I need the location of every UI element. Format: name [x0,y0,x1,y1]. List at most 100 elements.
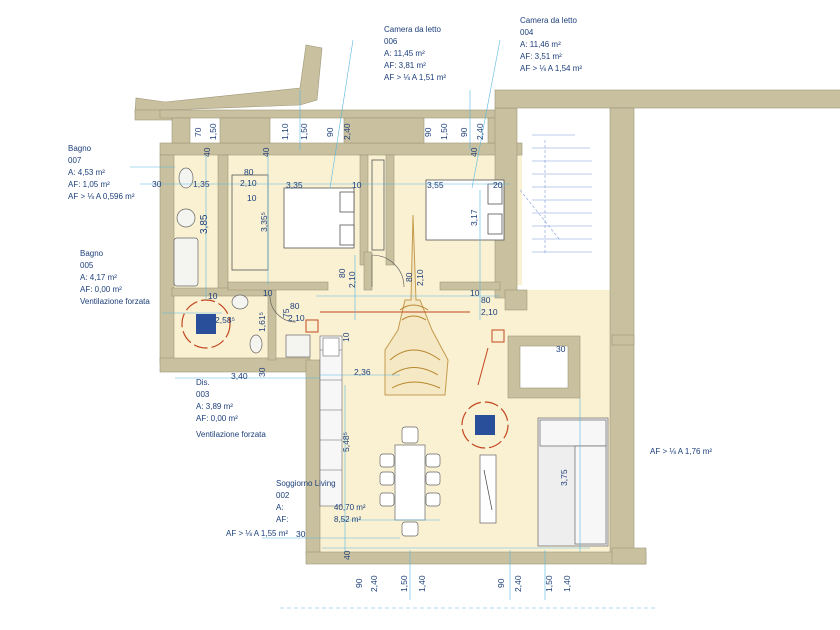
red-markers [305,311,505,386]
room-name: Dis. [196,378,210,387]
dim-label: 40 [261,147,271,157]
dim-label: 3,17 [469,209,479,226]
room-area: A: 11,46 m² [520,40,561,49]
room-af: AF: 1,05 m² [68,180,110,189]
dim-label: 10 [247,193,257,203]
room-label-camera-006: Camera da letto 006 A: 11,45 m² AF: 3,81… [384,24,446,84]
stairs [519,134,592,255]
dim-label: 90 [459,127,469,137]
room-name: Bagno [68,144,92,153]
dim-label: 1,50 [299,123,309,140]
dim-label: 30 [296,529,306,539]
room-code: 004 [520,28,534,37]
room-name: Camera da letto [520,16,577,25]
dim-label: 2,40 [369,575,379,592]
dim-label: 75 [281,308,291,318]
kitchen-counter [319,335,343,507]
dim-label: 1,10 [280,123,290,140]
dim-label: 3,75 [559,469,569,486]
dim-label: 1,50 [208,123,218,140]
dim-label: 2,10 [481,307,498,317]
sofa [479,417,609,547]
room-code: 003 [196,390,210,399]
dim-label: 2,58⁵ [215,315,236,325]
dim-label: 3,35⁵ [259,211,269,232]
dim-label: 80 [404,272,414,282]
dim-label: 3,35 [286,180,303,190]
room-area: A: 40,70 m² [276,502,366,514]
room-af: AF: 3,81 m² [384,61,426,70]
room-area: A: 11,45 m² [384,49,425,58]
dim-label: 3,40 [231,371,248,381]
dim-label: 2,36 [354,367,371,377]
room-label-bagno-007: Bagno 007 A: 4,53 m² AF: 1,05 m² AF > ⅛ … [68,143,134,203]
room-name: Soggiorno Living [276,479,336,488]
room-af: AF: 0,00 m² [196,414,238,423]
terrace-ratio: AF > ⅛ A 1,76 m² [650,447,713,456]
dim-label: 1,40 [417,575,427,592]
room-af: AF: 3,51 m² [520,52,562,61]
room-af: AF: 8,52 m² [276,514,366,526]
room-af: AF: 0,00 m² [80,285,122,294]
room-name: Camera da letto [384,25,441,34]
dim-label: 90 [354,578,364,588]
room-af-value: 8,52 m² [334,515,362,524]
room-code: 005 [80,261,94,270]
room-code: 007 [68,156,82,165]
dim-label: 80 [244,167,254,177]
room-area: A: 4,53 m² [68,168,105,177]
room-area: A: 4,17 m² [80,273,117,282]
dim-label: 1,35 [193,179,210,189]
dim-label: 10 [341,332,351,342]
room-note: Ventilazione forzata [80,297,150,306]
dim-label: 90 [496,578,506,588]
room-ratio: AF > ⅛ A 1,51 m² [384,73,447,82]
room-area-value: 40,70 m² [334,503,366,512]
dim-label: 10 [470,288,480,298]
dim-label: 70 [193,127,203,137]
room-label-camera-004: Camera da letto 004 A: 11,46 m² AF: 3,51… [520,15,582,75]
room-label-dis-003: Dis. 003 A: 3,89 m² AF: 0,00 m² Ventilaz… [196,377,266,441]
dim-label: 10 [352,180,362,190]
room-label-bagno-005: Bagno 005 A: 4,17 m² AF: 0,00 m² Ventila… [80,248,150,308]
dim-label: 90 [423,127,433,137]
dim-label: 5,48⁵ [341,431,351,452]
walls [134,44,840,565]
dim-label: 1,50 [544,575,554,592]
door-arcs [269,254,405,323]
room-area: A: 3,89 m² [196,402,233,411]
dim-label: 2,10 [415,269,425,286]
dim-label: 20 [493,180,503,190]
dim-label: 2,10 [347,271,357,288]
room-af-label: AF: [276,515,289,524]
room-area-label: A: [276,503,284,512]
room-code: 002 [276,491,290,500]
room-ratio-soggiorno: AF > ⅛ A 1,55 m² [226,529,289,538]
room-ratio: AF > ⅛ A 0,596 m² [68,192,135,201]
dim-label: 40 [202,147,212,157]
room-ratio: AF > ⅛ A 1,54 m² [520,64,583,73]
dim-label: 30 [152,179,162,189]
dim-label: 3,55 [427,180,444,190]
dim-label: 30 [257,367,267,377]
room-note: Ventilazione forzata [196,430,266,439]
dim-label: 1,50 [399,575,409,592]
dim-label: 2,10 [240,178,257,188]
dim-label: 1,61⁵ [257,311,267,332]
dim-label: 2,40 [513,575,523,592]
dim-label: 3,85 [199,214,210,234]
room-name: Bagno [80,249,104,258]
dining-table [379,426,441,537]
beds [231,159,505,271]
room-label-soggiorno-002: Soggiorno Living 002 A: 40,70 m² AF: 8,52 … [276,478,366,526]
emblem [384,214,449,396]
dim-label: 90 [325,127,335,137]
dim-label: 10 [208,291,218,301]
dim-label: 80 [481,295,491,305]
dim-label: 80 [337,268,347,278]
dim-label: 1,40 [562,575,572,592]
dim-label: 40 [469,147,479,157]
dim-label: 1,50 [439,123,449,140]
dim-label: 30 [556,344,566,354]
